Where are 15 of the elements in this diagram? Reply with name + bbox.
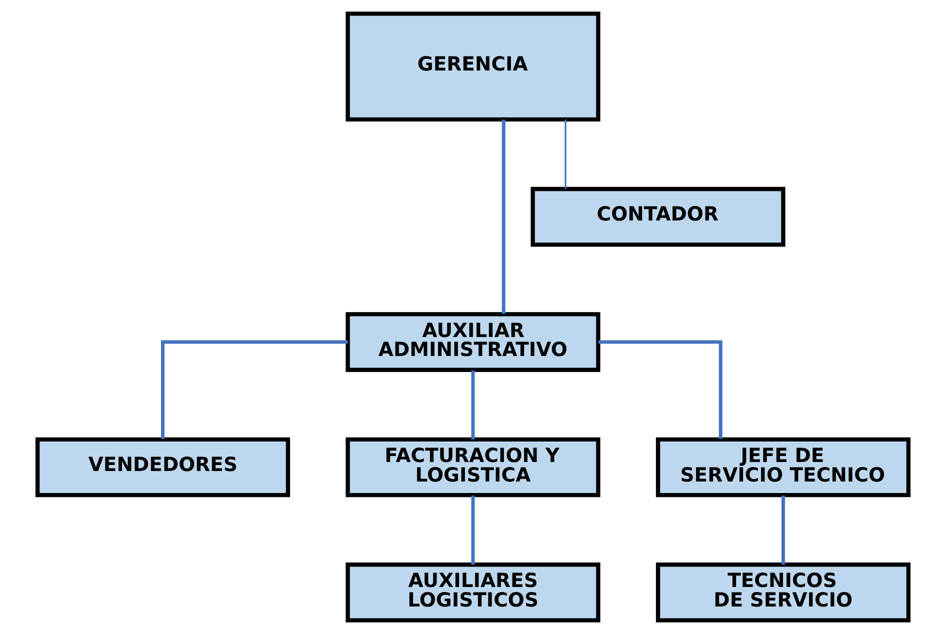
node-box: JEFE DE SERVICIO TECNICO xyxy=(656,437,911,498)
connector xyxy=(502,120,506,314)
connector xyxy=(598,340,722,439)
node-box: VENDEDORES xyxy=(35,437,290,498)
node-box: GERENCIA xyxy=(346,12,600,122)
connector xyxy=(471,496,475,565)
node-box: AUXILIARES LOGISTICOS xyxy=(346,562,600,622)
connector xyxy=(471,370,475,440)
node-box: AUXILIAR ADMINISTRATIVO xyxy=(346,312,600,372)
connector xyxy=(782,496,785,565)
connector xyxy=(161,340,348,439)
node-box: FACTURACION Y LOGISTICA xyxy=(346,437,600,498)
node-box: CONTADOR xyxy=(530,186,786,247)
connector xyxy=(564,120,566,189)
node-box: TECNICOS DE SERVICIO xyxy=(656,562,911,622)
